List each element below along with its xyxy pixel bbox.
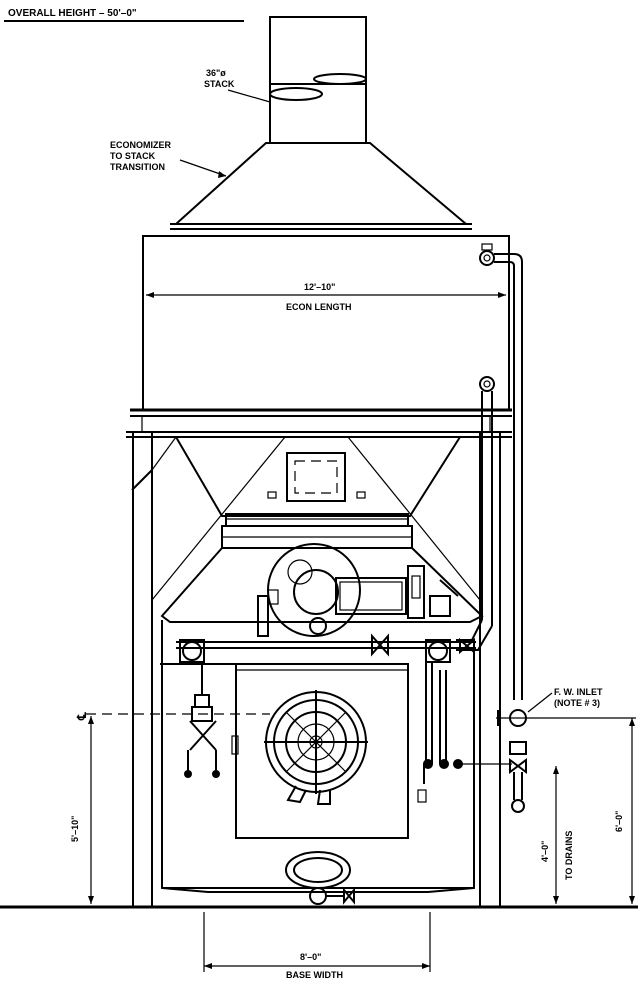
dim-6-0: 6'–0" xyxy=(540,717,636,904)
svg-text:ECON LENGTH: ECON LENGTH xyxy=(286,302,352,312)
svg-text:(NOTE # 3): (NOTE # 3) xyxy=(554,698,600,708)
econ-length-dimension: 12'–10" ECON LENGTH xyxy=(146,282,506,312)
econ-inlet-nozzle xyxy=(456,376,495,651)
svg-text:BASE WIDTH: BASE WIDTH xyxy=(286,970,343,980)
svg-text:OVERALL HEIGHT – 50'–0": OVERALL HEIGHT – 50'–0" xyxy=(8,8,137,19)
svg-text:TRANSITION: TRANSITION xyxy=(110,162,165,172)
centerline-marker: ℄ xyxy=(75,712,270,721)
economizer-label: ECONOMIZER TO STACK TRANSITION xyxy=(110,140,227,178)
overall-height-label: OVERALL HEIGHT – 50'–0" xyxy=(4,8,244,22)
svg-text:12'–10": 12'–10" xyxy=(304,282,335,292)
econ-outlet-nozzle xyxy=(479,243,523,700)
svg-text:F. W. INLET: F. W. INLET xyxy=(554,687,603,697)
fw-inlet-label: F. W. INLET (NOTE # 3) xyxy=(527,687,603,713)
main-piping xyxy=(160,633,476,665)
right-controls xyxy=(417,662,512,803)
svg-text:STACK: STACK xyxy=(204,79,235,89)
fw-inlet-piping xyxy=(496,709,540,813)
svg-text:36"ø: 36"ø xyxy=(206,68,226,78)
burner-assembly xyxy=(160,513,484,637)
dim-5-10: 5'–10" xyxy=(70,716,94,904)
svg-text:ECONOMIZER: ECONOMIZER xyxy=(110,140,172,150)
svg-text:℄: ℄ xyxy=(75,712,89,721)
economizer-transition xyxy=(170,142,472,230)
economizer-box xyxy=(142,235,510,411)
svg-text:6'–0": 6'–0" xyxy=(614,811,624,832)
svg-text:5'–10": 5'–10" xyxy=(70,816,80,842)
burner-face xyxy=(264,690,368,805)
svg-text:8'–0": 8'–0" xyxy=(300,952,321,962)
hopper xyxy=(131,436,481,601)
stack xyxy=(269,16,367,144)
base-width-dimension: 8'–0" BASE WIDTH xyxy=(203,912,431,980)
dim-4-0: 4'–0" TO DRAINS xyxy=(540,766,574,904)
svg-text:TO DRAINS: TO DRAINS xyxy=(564,831,574,880)
bottom-nozzle xyxy=(285,851,355,905)
svg-text:TO STACK: TO STACK xyxy=(110,151,156,161)
stack-label: 36"ø STACK xyxy=(204,68,271,103)
left-controls xyxy=(184,664,220,778)
support-frame xyxy=(126,408,512,906)
svg-text:4'–0": 4'–0" xyxy=(540,841,550,862)
